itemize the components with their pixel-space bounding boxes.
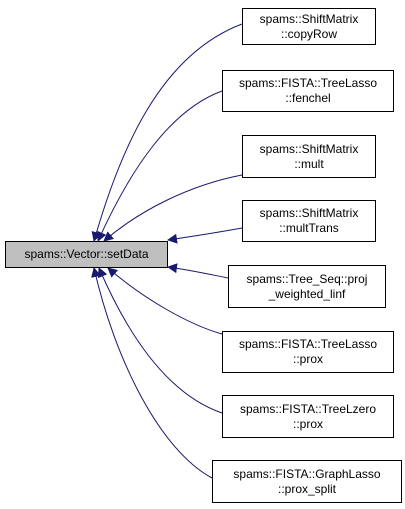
edge-fenchel xyxy=(97,90,223,242)
caller-node-line1: spams::Tree_Seq::proj xyxy=(246,271,368,286)
root-node-vector-setdata[interactable]: spams::Vector::setData xyxy=(5,241,168,268)
caller-node-treelzero-prox[interactable]: spams::FISTA::TreeLzero ::prox xyxy=(222,395,394,438)
caller-node-line1: spams::FISTA::GraphLasso xyxy=(233,466,381,481)
caller-node-shiftmatrix-copyrow[interactable]: spams::ShiftMatrix ::copyRow xyxy=(242,8,376,45)
caller-node-graphlasso-prox-split[interactable]: spams::FISTA::GraphLasso ::prox_split xyxy=(212,460,402,503)
caller-node-line2: ::fenchel xyxy=(285,91,331,105)
root-node-label: spams::Vector::setData xyxy=(24,247,149,261)
caller-node-line1: spams::FISTA::TreeLasso xyxy=(238,337,378,351)
caller-node-line1: spams::ShiftMatrix xyxy=(259,206,359,220)
edge-treelasso-prox xyxy=(107,267,223,335)
caller-node-line1: spams::ShiftMatrix xyxy=(259,141,359,156)
caller-node-line1: spams::FISTA::TreeLzero xyxy=(239,401,377,416)
edge-copyrow xyxy=(91,23,243,242)
caller-node-shiftmatrix-multtrans[interactable]: spams::ShiftMatrix ::multTrans xyxy=(242,200,376,242)
caller-node-line2: ::prox xyxy=(292,352,323,366)
edge-multtrans xyxy=(167,227,243,244)
edge-treelzero-prox xyxy=(97,267,223,414)
caller-node-line1: spams::ShiftMatrix xyxy=(259,11,359,26)
edge-graphlasso-prox-split xyxy=(91,267,213,479)
caller-node-treelasso-prox[interactable]: spams::FISTA::TreeLasso ::prox xyxy=(222,331,394,373)
caller-node-tree-seq-proj-weighted-linf[interactable]: spams::Tree_Seq::proj _weighted_linf xyxy=(228,265,386,308)
caller-node-line2: ::prox_split xyxy=(277,481,337,496)
caller-node-line2: ::prox xyxy=(292,416,323,431)
caller-node-shiftmatrix-mult[interactable]: spams::ShiftMatrix ::mult xyxy=(242,135,376,178)
caller-node-line2: ::mult xyxy=(294,156,324,171)
edge-mult xyxy=(103,174,243,242)
caller-node-line2: ::multTrans xyxy=(279,221,339,235)
caller-node-line2: _weighted_linf xyxy=(268,286,346,301)
caller-node-line2: ::copyRow xyxy=(280,26,338,41)
caller-node-treelasso-fenchel[interactable]: spams::FISTA::TreeLasso ::fenchel xyxy=(222,70,394,112)
edge-proj-weighted-linf xyxy=(167,263,229,279)
caller-node-line1: spams::FISTA::TreeLasso xyxy=(238,76,378,90)
